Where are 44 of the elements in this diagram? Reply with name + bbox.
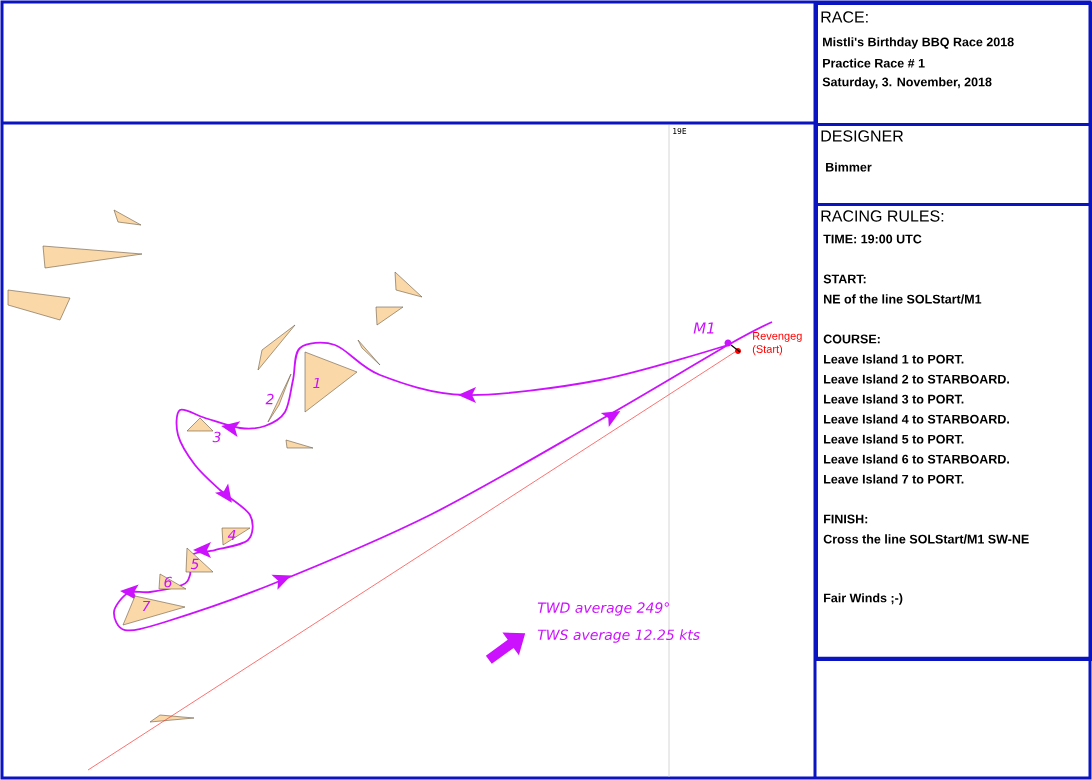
grid-label: 19E xyxy=(673,127,687,135)
panel-text: Leave Island 5 to PORT. xyxy=(824,434,964,444)
panel-text: Leave Island 2 to STARBOARD. xyxy=(824,374,1009,384)
panel-text: Leave Island 4 to STARBOARD. xyxy=(824,414,1009,424)
panel-heading: RACING RULES: xyxy=(821,210,944,222)
numbered-island: 3 xyxy=(186,417,221,443)
island xyxy=(285,439,314,449)
island xyxy=(7,289,71,321)
panel-heading: RACE: xyxy=(821,11,868,23)
island xyxy=(113,209,142,226)
panel-text: Mistli's Birthday BBQ Race 2018 xyxy=(823,37,1014,49)
panel-text: Practice Race # 1 xyxy=(823,58,925,68)
boat-label: Revengeg xyxy=(753,332,802,342)
numbered-island: 1 xyxy=(304,351,358,413)
island xyxy=(394,271,423,298)
numbered-island: 2 xyxy=(265,373,292,423)
wind-text: TWD average 249° xyxy=(537,602,669,616)
island xyxy=(257,324,296,371)
numbered-island: 5 xyxy=(185,547,214,573)
panel-text: Leave Island 7 to PORT. xyxy=(824,474,964,484)
panel-heading: DESIGNER xyxy=(821,130,904,142)
numbered-island: 4 xyxy=(221,527,251,546)
panel-text: Cross the line SOLStart/M1 SW-NE xyxy=(823,534,1029,544)
panel-text: COURSE: xyxy=(823,334,880,344)
panel-text: NE of the line SOLStart/M1 xyxy=(824,294,982,304)
panel-text: START: xyxy=(823,274,866,284)
panel-text: Bimmer xyxy=(826,162,872,172)
island xyxy=(42,245,143,269)
island xyxy=(375,306,404,326)
mark-label: M1 xyxy=(693,322,714,334)
panel-text: Saturday, 3. November, 2018 xyxy=(822,77,992,89)
island xyxy=(149,714,195,723)
panel-text: FINISH: xyxy=(824,514,868,524)
island xyxy=(357,339,381,366)
wind-text: TWS average 12.25 kts xyxy=(537,629,700,643)
node-label: 3 xyxy=(212,431,221,443)
panel-text: Fair Winds ;-) xyxy=(824,593,903,605)
numbered-island: 7 xyxy=(122,595,186,626)
panel-text: Leave Island 1 to PORT. xyxy=(824,354,964,364)
numbered-island: 6 xyxy=(158,573,187,590)
boat-label: (Start) xyxy=(752,344,783,356)
panel-text: Leave Island 6 to STARBOARD. xyxy=(824,454,1009,464)
panel-text: TIME: 19:00 UTC xyxy=(823,234,922,244)
panel-text: Leave Island 3 to PORT. xyxy=(824,394,964,404)
